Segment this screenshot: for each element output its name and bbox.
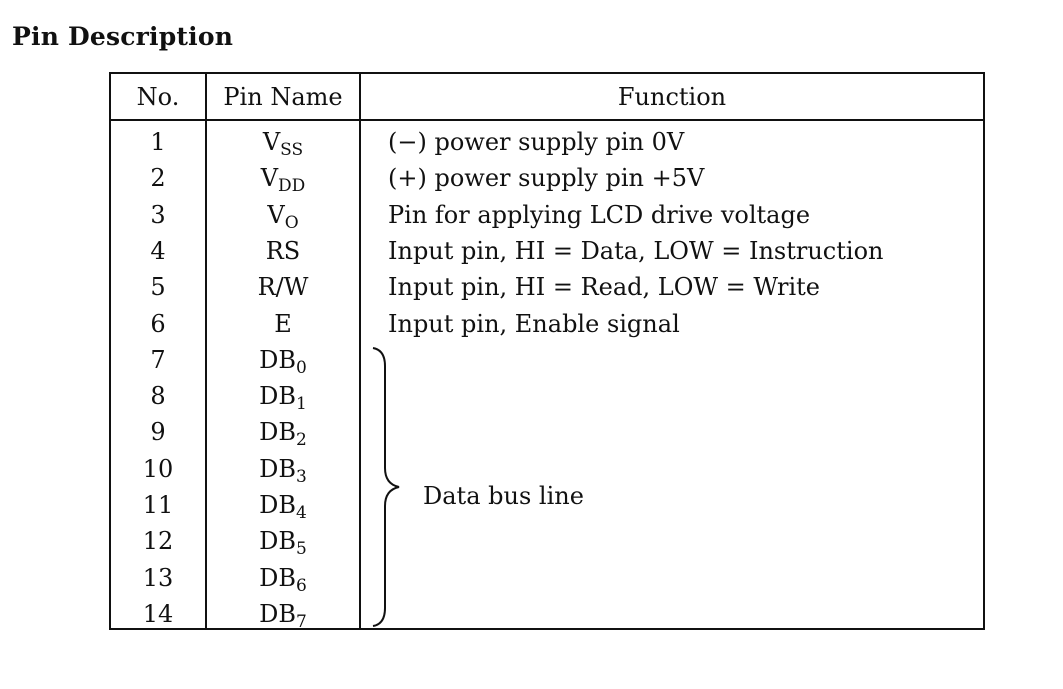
pin-name-base: R/W xyxy=(257,273,309,302)
header-divider xyxy=(111,119,983,121)
pin-function: Input pin, Enable signal xyxy=(388,309,680,338)
pin-number: 12 xyxy=(142,527,174,556)
pin-name-base: DB xyxy=(259,418,297,447)
pin-name-subscript: 3 xyxy=(296,466,307,487)
table-row: 1 VSS (−) power supply pin 0V xyxy=(111,124,983,160)
pin-name: DB4 xyxy=(207,487,359,523)
pin-number: 5 xyxy=(150,273,166,302)
pin-name-base: DB xyxy=(259,599,297,628)
table-row: 11 DB4 xyxy=(111,487,983,523)
table-row: 13 DB6 xyxy=(111,560,983,596)
table-row: 4 RS Input pin, HI = Data, LOW = Instructi… xyxy=(111,233,983,269)
pin-name-base: RS xyxy=(265,236,301,265)
pin-number: 1 xyxy=(150,128,166,156)
table-row: 8 DB1 xyxy=(111,378,983,414)
pin-name: DB5 xyxy=(207,523,359,559)
pin-name-subscript: 6 xyxy=(296,575,307,596)
pin-number: 3 xyxy=(150,200,166,229)
data-bus-label: Data bus line xyxy=(423,482,584,510)
pin-name: VSS xyxy=(207,124,359,160)
pin-number: 2 xyxy=(150,164,166,193)
pin-number: 14 xyxy=(142,599,174,628)
pin-name-base: DB xyxy=(259,382,297,411)
pin-name: DB3 xyxy=(207,451,359,487)
pin-number: 11 xyxy=(142,491,174,519)
pin-name: DB6 xyxy=(207,560,359,596)
table-row: 7 DB0 xyxy=(111,342,983,378)
pin-name-subscript: SS xyxy=(280,140,304,160)
pin-name-base: DB xyxy=(259,491,297,519)
table-row: 12 DB5 xyxy=(111,523,983,559)
pin-function: (+) power supply pin +5V xyxy=(388,164,705,193)
pin-name: E xyxy=(207,306,359,342)
column-divider-name xyxy=(359,74,361,628)
table-row: 9 DB2 xyxy=(111,414,983,450)
pin-name: RS xyxy=(207,233,359,269)
table-row: 14 DB7 xyxy=(111,596,983,632)
pin-name-base: V xyxy=(262,128,281,156)
pin-number: 4 xyxy=(150,236,166,265)
pin-name-subscript: 4 xyxy=(296,503,307,523)
pin-name: VDD xyxy=(207,160,359,196)
pin-name-subscript: O xyxy=(284,212,299,233)
pin-name-base: DB xyxy=(259,345,297,374)
pin-name-base: DB xyxy=(259,527,297,556)
pin-name-base: DB xyxy=(259,454,297,483)
header-no: No. xyxy=(136,83,180,111)
page-title: Pin Description xyxy=(12,22,234,51)
pin-name-base: DB xyxy=(259,563,297,592)
pin-number: 7 xyxy=(150,345,166,374)
pin-name: DB7 xyxy=(207,596,359,632)
pin-name-subscript: 2 xyxy=(296,430,307,451)
pin-number: 9 xyxy=(150,418,166,447)
pin-number: 8 xyxy=(150,382,166,411)
pin-name: VO xyxy=(207,197,359,233)
pin-name-subscript: 0 xyxy=(296,357,307,378)
pin-name: DB1 xyxy=(207,378,359,414)
pin-name-subscript: DD xyxy=(278,176,306,197)
column-divider-no xyxy=(205,74,207,628)
pin-name: DB0 xyxy=(207,342,359,378)
table-row: 10 DB3 xyxy=(111,451,983,487)
header-function: Function xyxy=(617,83,727,111)
pin-function: Input pin, HI = Data, LOW = Instruction xyxy=(388,236,884,265)
pin-function: (−) power supply pin 0V xyxy=(388,128,685,156)
pin-name-subscript: 5 xyxy=(296,539,307,560)
table-row: 6 E Input pin, Enable signal xyxy=(111,306,983,342)
pin-function: Input pin, HI = Read, LOW = Write xyxy=(388,273,820,302)
pin-name-base: E xyxy=(274,309,292,338)
pin-name: DB2 xyxy=(207,414,359,450)
table-row: 2 VDD (+) power supply pin +5V xyxy=(111,160,983,196)
pin-number: 10 xyxy=(142,454,174,483)
pin-name-subscript: 7 xyxy=(296,611,307,632)
table-row: 5 R/W Input pin, HI = Read, LOW = Write xyxy=(111,269,983,305)
header-pin-name: Pin Name xyxy=(223,83,343,111)
pin-number: 13 xyxy=(142,563,174,592)
pin-name: R/W xyxy=(207,269,359,305)
data-bus-brace xyxy=(372,347,400,627)
table-row: 3 VO Pin for applying LCD drive voltage xyxy=(111,197,983,233)
pin-number: 6 xyxy=(150,309,166,338)
pin-function: Pin for applying LCD drive voltage xyxy=(388,200,811,229)
pin-name-base: V xyxy=(260,164,279,193)
pin-name-subscript: 1 xyxy=(296,394,307,415)
pin-name-base: V xyxy=(267,200,285,229)
